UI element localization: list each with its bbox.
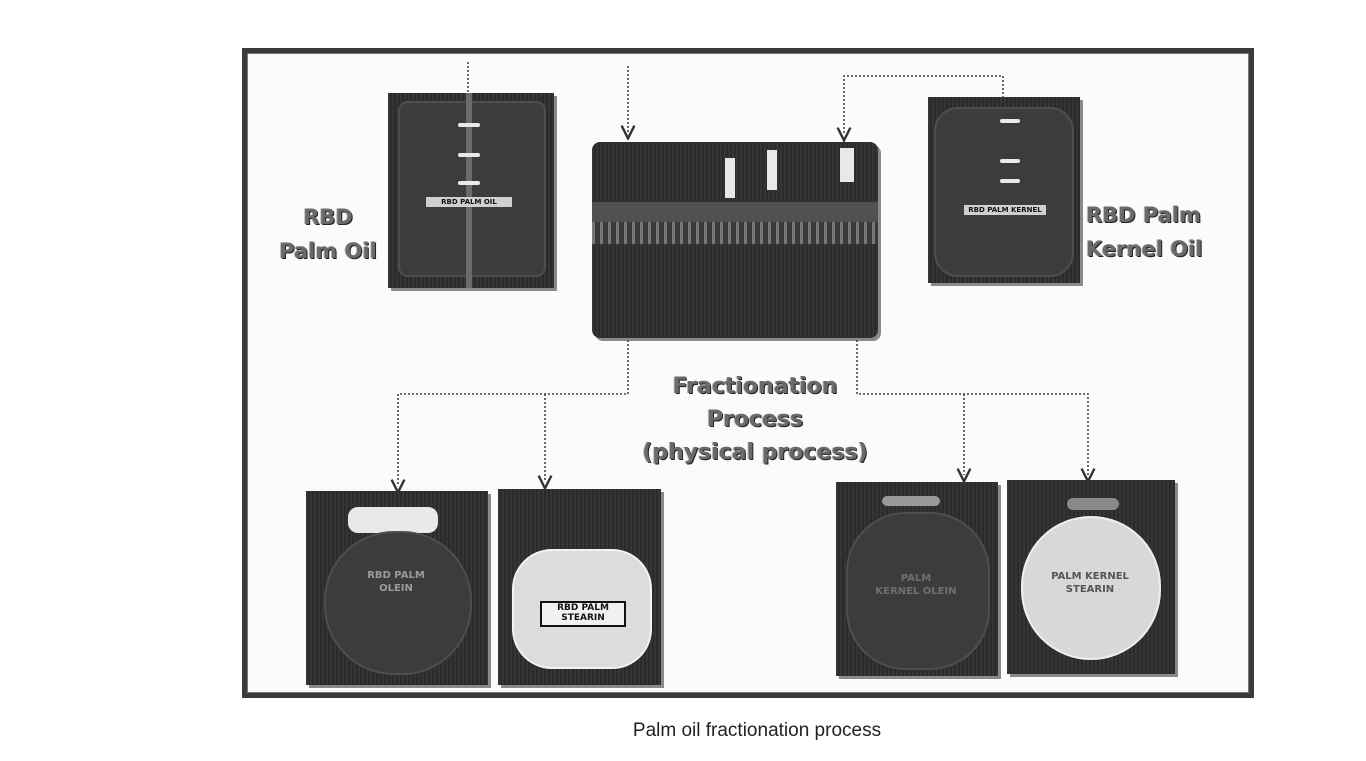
figure-caption: Palm oil fractionation process	[632, 720, 882, 741]
input-label-line2: Palm Oil	[279, 239, 377, 263]
jar-label-stearin: RBD PALM STEARIN	[540, 601, 626, 627]
arrow-olein	[398, 340, 629, 486]
jar-label-line2: STEARIN	[561, 613, 605, 623]
input-label-line1: RBD	[303, 205, 353, 229]
arrow-right-input	[844, 75, 1004, 134]
jar-label-olein: RBD PALM OLEIN	[346, 569, 446, 595]
arrow-kernel-stearin	[856, 340, 1088, 475]
process-label-line1: Fractionation	[672, 374, 838, 399]
jar-label-kernel-olein: PALM KERNEL OLEIN	[856, 572, 976, 598]
process-label-line2: Process	[706, 407, 804, 432]
fractionation-plant-photo	[592, 142, 878, 338]
jar-label-line2: STEARIN	[1065, 584, 1115, 595]
jar-label-line2: KERNEL OLEIN	[875, 586, 957, 597]
jar-label-line1: PALM	[900, 573, 932, 584]
jar-label-line1: RBD PALM	[367, 570, 425, 581]
jar-label-line2: OLEIN	[379, 583, 413, 594]
jar-label-rbd-palm-oil: RBD PALM OIL	[426, 197, 512, 207]
rbd-palm-oil-photo: RBD PALM OIL	[388, 93, 554, 288]
process-label: Fractionation Process (physical process)	[620, 370, 890, 469]
palm-kernel-stearin-photo: PALM KERNEL STEARIN	[1007, 480, 1175, 674]
input-label-rbd-palm-oil: RBD Palm Oil	[268, 200, 388, 268]
palm-kernel-olein-photo: PALM KERNEL OLEIN	[836, 482, 998, 676]
rbd-palm-kernel-oil-photo: RBD PALM KERNEL	[928, 97, 1080, 283]
input-label-rbd-palm-kernel-oil: RBD Palm Kernel Oil	[1086, 198, 1218, 266]
input-label-line1: RBD Palm	[1086, 203, 1201, 227]
jar-label-rbd-palm-kernel: RBD PALM KERNEL	[964, 205, 1046, 215]
jar-label-kernel-stearin: PALM KERNEL STEARIN	[1033, 570, 1147, 596]
rbd-palm-stearin-photo: RBD PALM STEARIN	[498, 489, 661, 685]
process-label-line3: (physical process)	[642, 440, 868, 465]
jar-label-line1: RBD PALM	[557, 603, 609, 613]
input-label-line2: Kernel Oil	[1086, 237, 1203, 261]
rbd-palm-olein-photo: RBD PALM OLEIN	[306, 491, 488, 685]
jar-label-line1: PALM KERNEL	[1051, 571, 1129, 582]
